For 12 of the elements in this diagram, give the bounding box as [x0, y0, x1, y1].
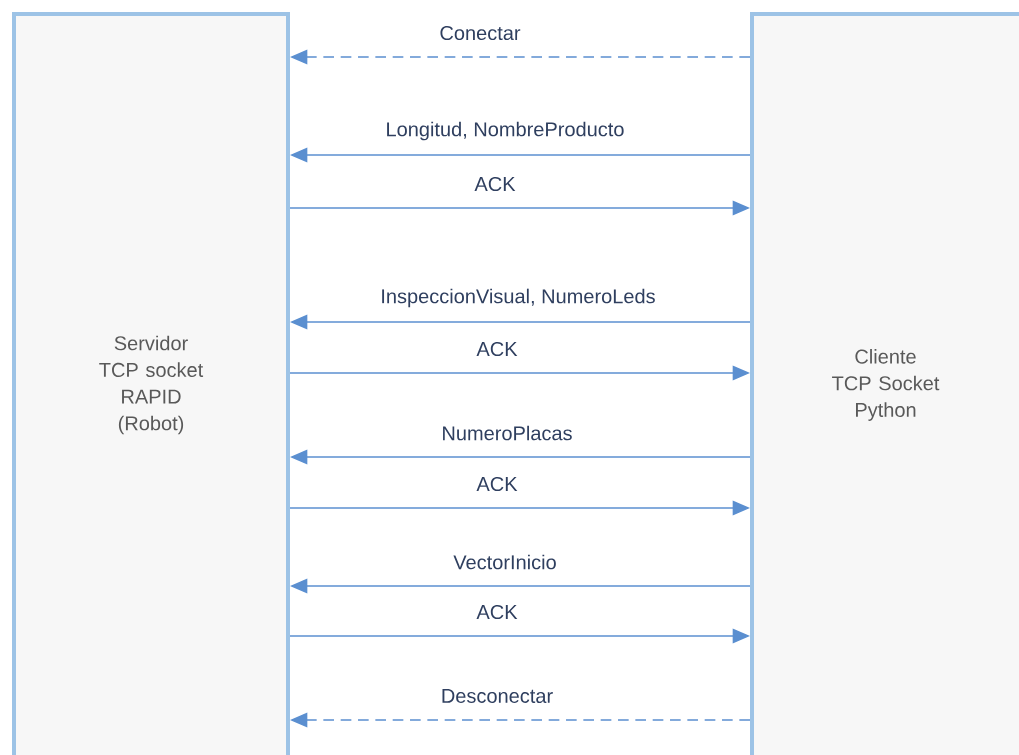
edge-label: Desconectar: [442, 689, 553, 703]
edge-label: ACK: [476, 604, 518, 620]
edge-label: NumeroPlacas: [443, 425, 572, 441]
edge-label: ACK: [476, 341, 518, 357]
lifeline-box: Cliente TCP Socket Python: [750, 12, 1019, 755]
edge-label: InspeccionVisual, NumeroLeds: [382, 288, 655, 308]
edge-label: Longitud, NombreProducto: [387, 121, 624, 141]
edge-label: ACK: [474, 176, 516, 192]
edge-label: Conectar: [440, 25, 521, 41]
lifeline-box: Servidor TCP socket RAPID (Robot): [12, 12, 290, 755]
edge-label: ACK: [476, 476, 518, 492]
edge-label: VectorInicio: [453, 554, 556, 570]
